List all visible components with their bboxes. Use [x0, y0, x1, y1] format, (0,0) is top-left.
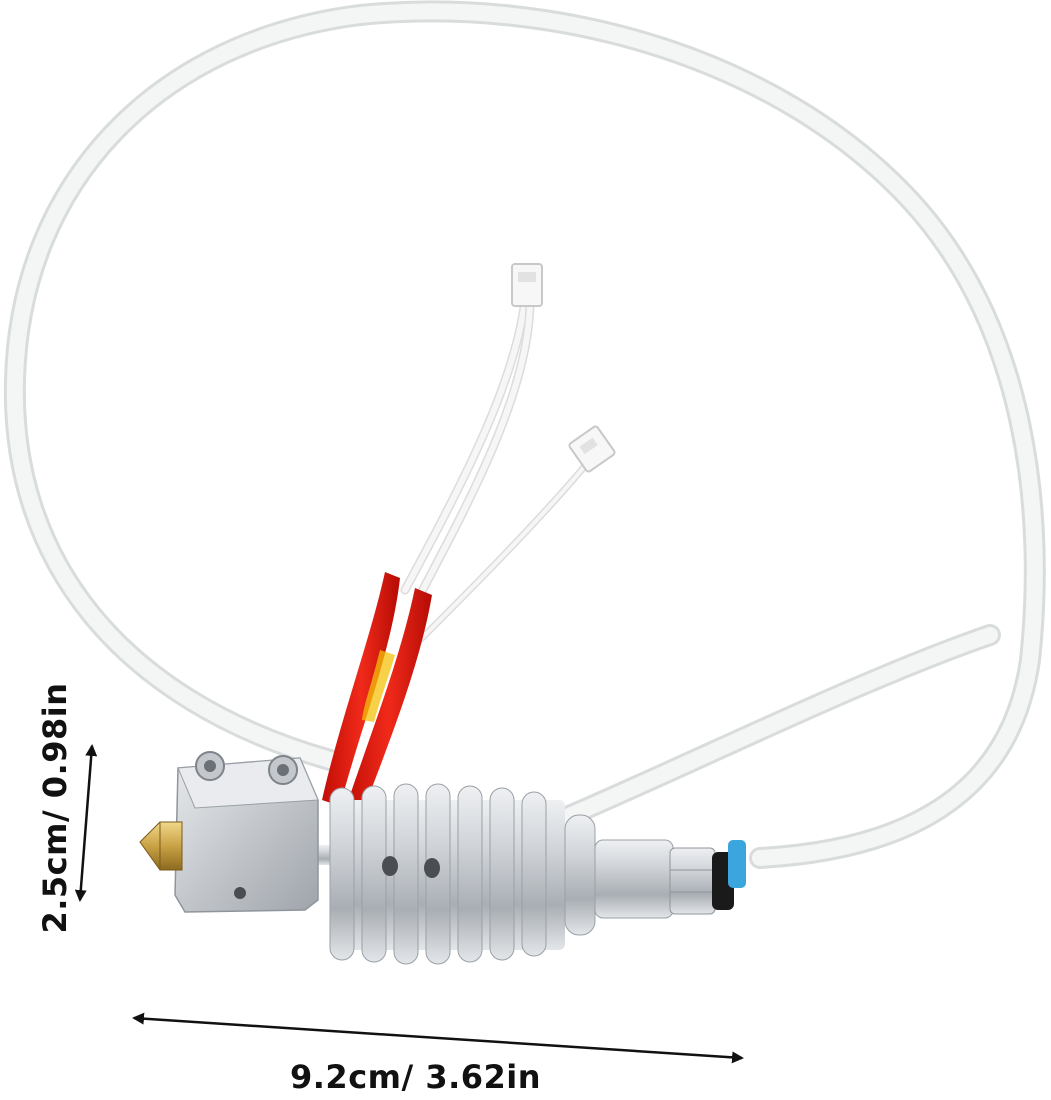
height-dimension-label: 2.5cm/ 0.98in: [36, 682, 74, 934]
heat-shrink-sleeves: [322, 572, 432, 814]
connector-heater: [511, 263, 543, 307]
heater-block: [174, 751, 319, 913]
width-dimension-arrow: [132, 1012, 744, 1064]
ptfe-tube: [3, 0, 1046, 869]
connector-thermistor: [568, 425, 616, 473]
height-dimension-arrow: [74, 744, 98, 902]
wires: [400, 295, 594, 644]
hotend-assembly: [139, 751, 746, 965]
heatsink-fins: [329, 783, 565, 965]
width-dimension-label: 9.2cm/ 3.62in: [290, 1058, 542, 1096]
brass-nozzle: [139, 821, 183, 871]
